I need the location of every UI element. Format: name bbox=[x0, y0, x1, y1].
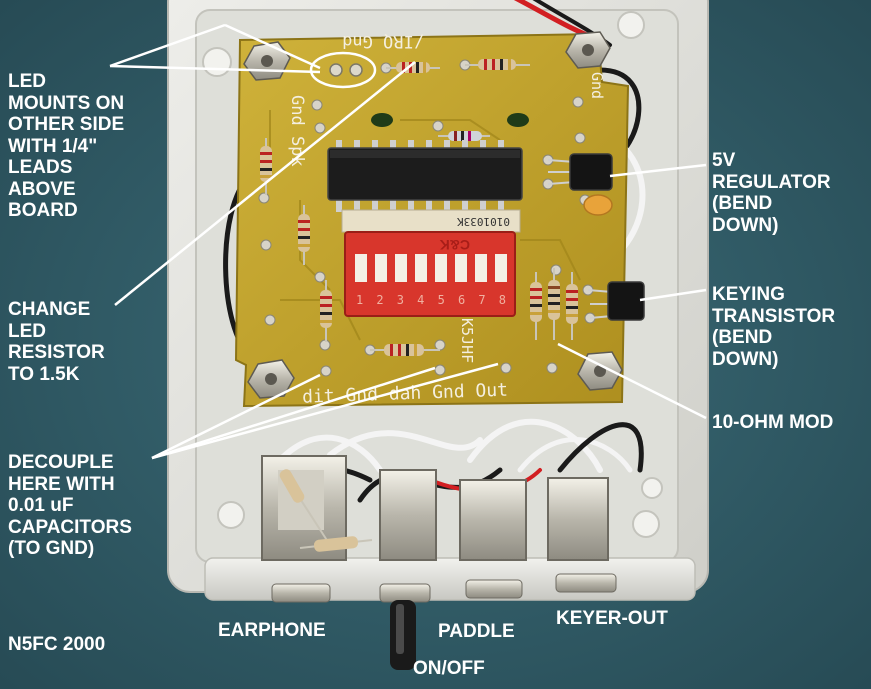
chip-code: 0101033K bbox=[457, 215, 510, 228]
ic-chip: 0101033K bbox=[327, 140, 523, 233]
silk-top: /IRQ Gnd bbox=[342, 31, 424, 51]
dip-brand: C&K bbox=[440, 237, 470, 253]
keying-transistor bbox=[587, 281, 645, 321]
credit-label: N5FC 2000 bbox=[8, 634, 106, 655]
capacitor-right bbox=[507, 113, 529, 127]
tantalum-capacitor bbox=[583, 194, 613, 216]
silk-gnd-right: Gnd bbox=[588, 72, 606, 99]
on-off-label: ON/OFF bbox=[413, 658, 485, 679]
keying-label: KEYING TRANSISTOR (BEND DOWN) bbox=[712, 284, 836, 370]
ten-ohm-label: 10-OHM MOD bbox=[712, 412, 834, 433]
callout-lines bbox=[109, 23, 707, 460]
keyer-out-label: KEYER-OUT bbox=[556, 608, 668, 629]
connectors bbox=[261, 455, 617, 670]
regulator-label: 5V REGULATOR (BEND DOWN) bbox=[712, 150, 831, 236]
paddle-label: PADDLE bbox=[438, 621, 515, 642]
silk-gnd-spk: Gnd Spk bbox=[287, 95, 307, 167]
decouple-label: DECOUPLE HERE WITH 0.01 uF CAPACITORS (T… bbox=[8, 452, 132, 559]
led-position bbox=[309, 51, 377, 89]
dip-switch: C&K 1 2 3 4 5 6 7 8 bbox=[344, 231, 516, 317]
silk-callsign: K5JHF bbox=[458, 318, 476, 363]
resistors bbox=[260, 59, 578, 356]
voltage-regulator bbox=[547, 153, 613, 216]
change-led-label: CHANGE LED RESISTOR TO 1.5K bbox=[8, 299, 105, 385]
capacitor-left bbox=[371, 113, 393, 127]
led-mounts-label: LED MOUNTS ON OTHER SIDE WITH 1/4" LEADS… bbox=[8, 71, 125, 221]
earphone-label: EARPHONE bbox=[218, 620, 326, 641]
pcb-board: /IRQ Gnd Gnd Spk Gnd dit Gnd dah Gnd Out… bbox=[234, 31, 645, 408]
mounting-nuts bbox=[243, 31, 623, 399]
dip-numbers: 1 2 3 4 5 6 7 8 bbox=[356, 293, 506, 307]
